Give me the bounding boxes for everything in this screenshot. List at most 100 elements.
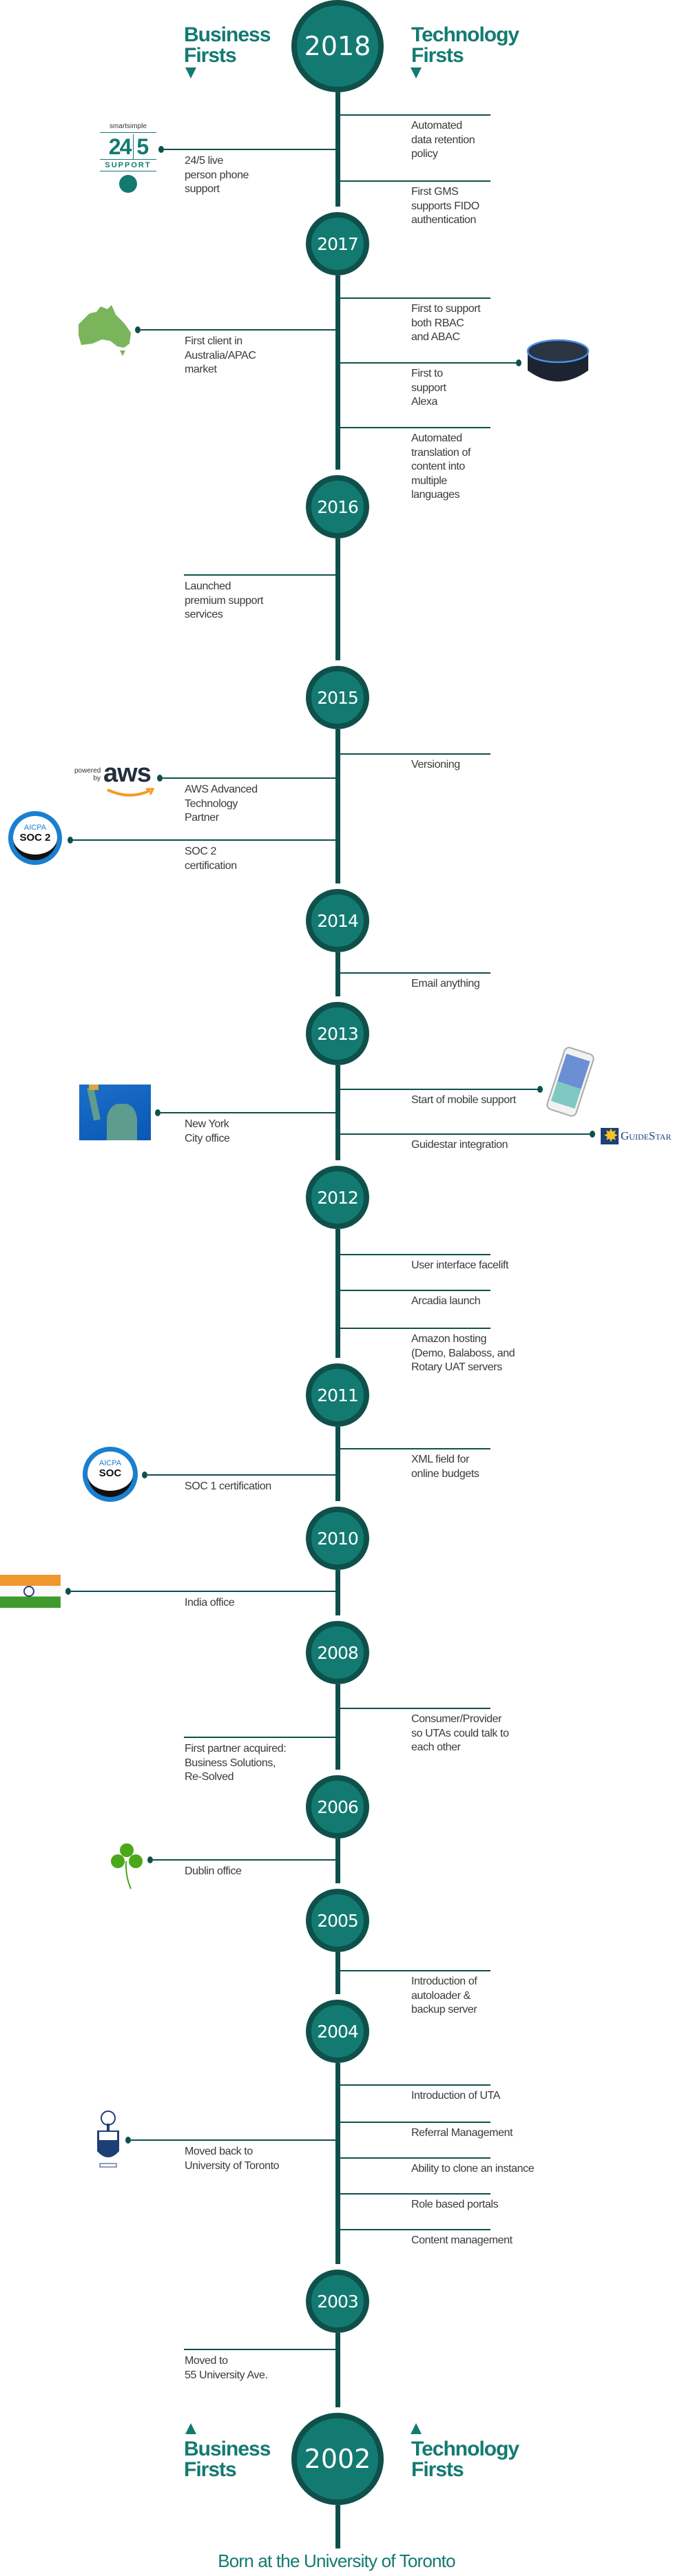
business-event: New York City office <box>185 1118 230 1144</box>
guidestar-logo: ✸ GuideStar <box>601 1126 673 1146</box>
connector-line <box>184 2349 336 2350</box>
ashoka-chakra-icon <box>23 1586 34 1597</box>
business-event: Moved to 55 University Ave. <box>185 2355 268 2381</box>
connector-line <box>340 114 490 116</box>
technology-event: User interface facelift <box>411 1259 509 1271</box>
timeline-spine <box>335 2505 340 2548</box>
connector-line <box>153 1859 336 1861</box>
connector-line <box>184 574 336 576</box>
technology-event: Consumer/Provider so UTAs could talk to … <box>411 1713 509 1753</box>
connector-line <box>71 1591 336 1592</box>
year-circle: 2004 <box>306 2000 369 2063</box>
business-firsts-heading: Business Firsts <box>184 23 271 67</box>
australia-map-icon <box>79 305 131 356</box>
connector-dot <box>155 1109 161 1116</box>
connector-line <box>340 2122 490 2123</box>
logo-text: smartsimple <box>110 123 147 130</box>
connector-dot <box>68 837 73 844</box>
amazon-echo-dot-image <box>526 339 590 381</box>
timeline-spine <box>335 92 340 207</box>
logo-text: SUPPORT <box>105 161 152 169</box>
arrow-up-icon <box>185 2423 196 2434</box>
connector-dot <box>142 1472 147 1478</box>
business-firsts-heading-bottom: Business Firsts <box>184 2438 271 2481</box>
timeline-spine <box>335 275 340 470</box>
connector-line <box>340 1089 540 1090</box>
business-event: SOC 2 certification <box>185 846 237 872</box>
technology-event: XML field for online budgets <box>411 1454 479 1480</box>
connector-line <box>340 1328 490 1329</box>
connector-line <box>340 1448 490 1449</box>
connector-line <box>340 362 519 364</box>
timeline-spine <box>335 729 340 883</box>
connector-line <box>340 2193 490 2195</box>
connector-line <box>340 427 490 428</box>
technology-event: Guidestar integration <box>411 1139 508 1151</box>
technology-event: Start of mobile support <box>411 1094 516 1106</box>
connector-dot <box>537 1086 543 1093</box>
connector-line <box>161 1112 336 1113</box>
year-circle: 2014 <box>306 889 369 952</box>
technology-event: First GMS supports FIDO authentication <box>411 186 479 226</box>
timeline-spine <box>335 1684 340 1770</box>
connector-dot <box>135 326 141 333</box>
year-circle: 2003 <box>306 2270 369 2333</box>
business-event: SOC 1 certification <box>185 1480 271 1492</box>
connector-line <box>147 1474 336 1476</box>
aicpa-soc2-badge: AICPA SOC 2 <box>8 811 62 865</box>
timeline-spine <box>335 2333 340 2407</box>
arrow-up-icon <box>411 2423 422 2434</box>
business-event: First partner acquired: Business Solutio… <box>185 1743 287 1783</box>
connector-line <box>340 1970 490 1971</box>
year-circle: 2017 <box>306 212 369 275</box>
year-circle: 2018 <box>291 0 384 92</box>
connector-line <box>340 753 490 755</box>
aicpa-soc-badge: AICPA SOC <box>83 1447 138 1502</box>
year-circle: 2016 <box>306 475 369 538</box>
business-event: Dublin office <box>185 1865 242 1877</box>
year-circle: 2002 <box>291 2413 384 2505</box>
technology-event: Referral Management <box>411 2127 513 2139</box>
technology-event: Introduction of UTA <box>411 2090 501 2102</box>
technology-event: Email anything <box>411 978 480 989</box>
connector-line <box>340 2084 490 2086</box>
year-circle: 2008 <box>306 1621 369 1684</box>
timeline-spine <box>335 538 340 660</box>
technology-event: Amazon hosting (Demo, Balaboss, and Rota… <box>411 1333 515 1373</box>
arrow-down-icon <box>411 67 422 78</box>
year-circle: 2006 <box>306 1775 369 1839</box>
connector-line <box>340 2229 490 2230</box>
connector-line <box>340 1133 592 1135</box>
technology-event: Arcadia launch <box>411 1295 481 1307</box>
technology-firsts-heading: Technology Firsts <box>411 23 519 67</box>
connector-line <box>163 777 336 779</box>
year-circle: 2011 <box>306 1363 369 1427</box>
timeline-spine <box>335 1952 340 1994</box>
technology-firsts-heading-bottom: Technology Firsts <box>411 2438 519 2481</box>
connector-dot <box>147 1856 153 1863</box>
technology-event: Ability to clone an instance <box>411 2163 535 2175</box>
connector-line <box>340 1254 490 1255</box>
arrow-down-icon <box>185 67 196 78</box>
smartphone-image <box>546 1047 594 1117</box>
connector-line <box>164 149 336 150</box>
connector-line <box>340 2157 490 2159</box>
connector-line <box>340 180 490 182</box>
shamrock-icon <box>111 1843 143 1889</box>
technology-event: Role based portals <box>411 2199 499 2210</box>
year-circle: 2013 <box>306 1002 369 1065</box>
business-event: India office <box>185 1597 235 1609</box>
timeline-spine <box>335 1427 340 1501</box>
technology-event: Versioning <box>411 759 460 771</box>
connector-dot <box>125 2137 131 2144</box>
statue-of-liberty-image <box>79 1085 151 1140</box>
year-circle: 2005 <box>306 1889 369 1952</box>
connector-line <box>340 1290 490 1291</box>
business-event: Launched premium support services <box>185 580 264 620</box>
business-event: First client in Australia/APAC market <box>185 335 256 375</box>
timeline-spine <box>335 1839 340 1883</box>
connector-line <box>131 2139 336 2141</box>
year-circle: 2012 <box>306 1166 369 1229</box>
